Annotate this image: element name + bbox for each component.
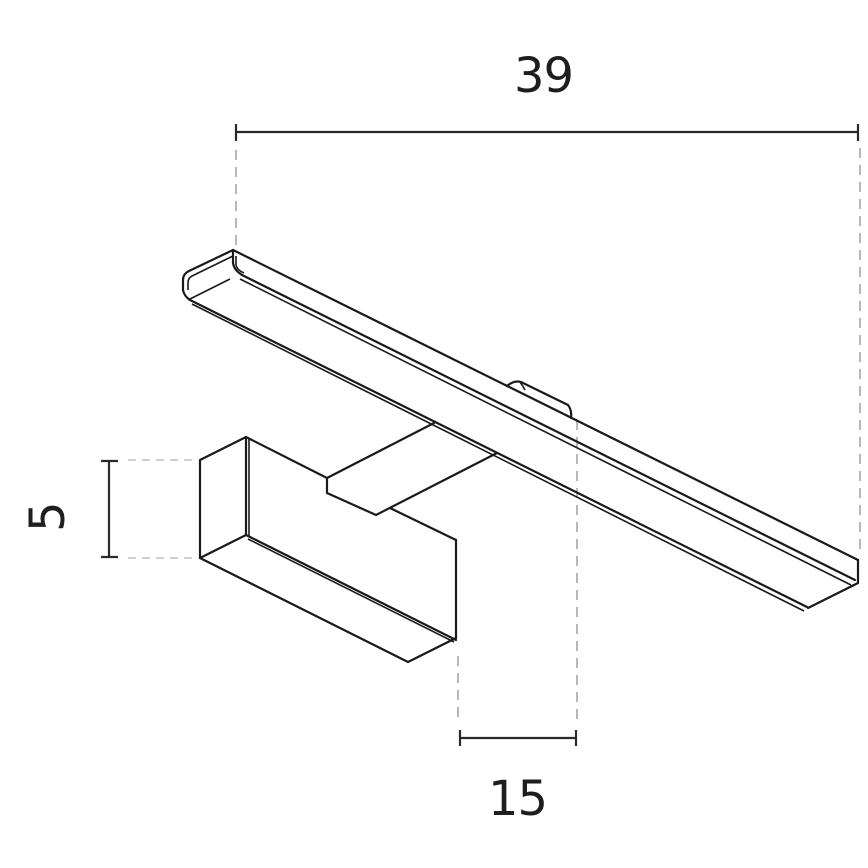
depth-dimension-label: 15 xyxy=(488,771,548,827)
width-dimension-label: 39 xyxy=(514,48,574,104)
width-dimension-line xyxy=(234,124,860,141)
wall-mount-block xyxy=(198,435,458,664)
depth-dimension-line xyxy=(458,730,578,746)
depth-extension-lines xyxy=(457,420,578,722)
connector-arm xyxy=(325,421,499,542)
height-dimension-line xyxy=(101,459,118,559)
light-bar xyxy=(181,248,860,612)
height-extension-lines xyxy=(128,459,196,559)
height-dimension-label: 5 xyxy=(20,502,76,532)
